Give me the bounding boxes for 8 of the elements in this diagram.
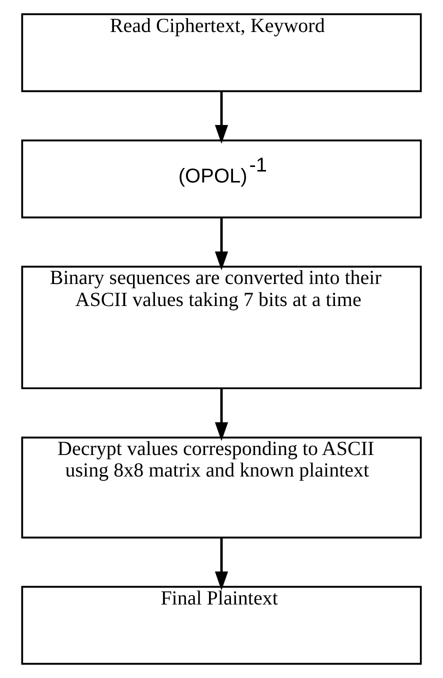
arrow: [214, 218, 228, 270]
arrow: [214, 91, 228, 144]
arrow: [214, 388, 228, 442]
arrow: [214, 538, 228, 590]
node-box: Binary sequences are converted into their ASCII values taking 7 bits at a time: [21, 266, 422, 390]
node-box: Final Plaintext: [21, 586, 422, 665]
node-box: Read Ciphertext, Keyword: [21, 13, 422, 92]
node-box: Decrypt values corresponding to ASCII using 8x8 matrix and known plaintext: [21, 436, 422, 538]
